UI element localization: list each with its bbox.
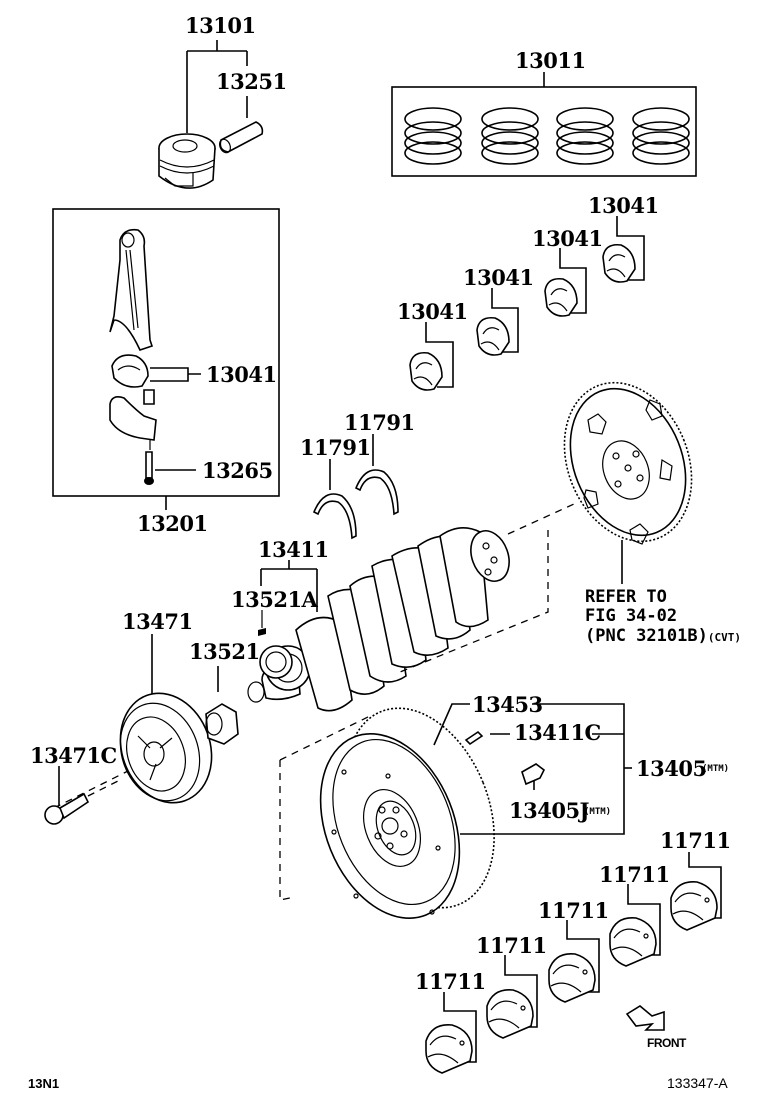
reference-line-2: FIG 34-02 bbox=[585, 606, 678, 626]
label-conrod-bolt[interactable]: 13265 bbox=[202, 458, 273, 483]
dashed-guide-lines bbox=[53, 503, 575, 901]
thrust-washer-leaders bbox=[329, 434, 374, 490]
conrod-bearing-drawings bbox=[409, 243, 636, 391]
conrod-drawing bbox=[109, 228, 157, 485]
piston-pin-drawing bbox=[218, 121, 264, 154]
label-crank-pulley[interactable]: 13471 bbox=[122, 609, 193, 634]
label-crank-sprocket[interactable]: 13521 bbox=[189, 639, 260, 664]
label-main-bearing[interactable]: 11711 bbox=[599, 862, 670, 887]
label-crank-pulley-bolt[interactable]: 13471C bbox=[30, 743, 117, 768]
label-piston-pin[interactable]: 13251 bbox=[216, 69, 287, 94]
thrust-washer-drawings bbox=[312, 469, 399, 540]
label-conrod-bearing-box[interactable]: 13041 bbox=[206, 362, 277, 387]
label-flywheel-assy-note: (MTM) bbox=[702, 764, 730, 774]
piston-leaders bbox=[186, 40, 248, 133]
crank-key-drawing bbox=[258, 628, 266, 636]
label-flywheel-bolt[interactable]: 13405J bbox=[509, 798, 590, 823]
label-crankshaft[interactable]: 13411 bbox=[258, 537, 329, 562]
front-label: FRONT bbox=[647, 1036, 686, 1050]
flywheel-bolt-drawing bbox=[521, 763, 546, 786]
label-piston-ring-set[interactable]: 13011 bbox=[515, 48, 586, 73]
crank-sprocket-drawing bbox=[259, 645, 293, 679]
flywheel-pin-drawing bbox=[464, 730, 484, 746]
drive-plate-drawing bbox=[563, 381, 693, 584]
label-crank-key[interactable]: 13521A bbox=[231, 587, 318, 612]
reference-line-3-suffix: (CVT) bbox=[707, 631, 741, 644]
reference-note[interactable]: REFER TO FIG 34-02 (PNC 32101B)(CVT) bbox=[585, 588, 741, 646]
label-main-bearing[interactable]: 11711 bbox=[538, 898, 609, 923]
flywheel-leaders bbox=[433, 703, 632, 835]
label-thrust-washer[interactable]: 11791 bbox=[344, 410, 415, 435]
reference-line-3: (PNC 32101B) bbox=[585, 626, 708, 646]
label-flywheel-bolt-note: (MTM) bbox=[584, 807, 612, 817]
label-main-bearing[interactable]: 11711 bbox=[415, 969, 486, 994]
conrod-bearing-leaders bbox=[425, 216, 645, 388]
crank-sprocket-13521-drawing bbox=[205, 703, 239, 745]
conrod-box-leaders bbox=[150, 367, 201, 471]
main-bearing-drawings bbox=[425, 881, 718, 1074]
label-conrod-bearing[interactable]: 13041 bbox=[397, 299, 468, 324]
ring-set-drawings bbox=[404, 107, 690, 165]
main-bearing-leaders bbox=[443, 852, 722, 1063]
label-main-bearing[interactable]: 11711 bbox=[476, 933, 547, 958]
label-conrod-bearing[interactable]: 13041 bbox=[588, 193, 659, 218]
label-conrod-bearing[interactable]: 13041 bbox=[463, 265, 534, 290]
crankshaft-drawing bbox=[247, 527, 510, 712]
pulley-leaders bbox=[58, 634, 219, 806]
label-piston[interactable]: 13101 bbox=[185, 13, 256, 38]
label-conrod-bearing[interactable]: 13041 bbox=[532, 226, 603, 251]
flywheel-drawing bbox=[319, 707, 495, 919]
footer-illustration-number: 133347-A bbox=[667, 1075, 728, 1091]
reference-line-1: REFER TO bbox=[585, 587, 667, 607]
footer-code-left: 13N1 bbox=[28, 1076, 60, 1091]
front-arrow-icon bbox=[625, 1005, 665, 1031]
crankshaft-leaders bbox=[260, 560, 318, 628]
conrod-box bbox=[52, 208, 280, 510]
label-flywheel-pin[interactable]: 13411C bbox=[514, 720, 601, 745]
crank-pulley-drawing bbox=[119, 692, 213, 804]
piston-drawing bbox=[158, 133, 216, 189]
label-thrust-washer[interactable]: 11791 bbox=[300, 435, 371, 460]
pulley-bolt-drawing bbox=[44, 779, 121, 825]
label-connecting-rod[interactable]: 13201 bbox=[137, 511, 208, 536]
label-flywheel-assy[interactable]: 13405 bbox=[636, 756, 707, 781]
label-ring-gear[interactable]: 13453 bbox=[472, 692, 543, 717]
label-main-bearing[interactable]: 11711 bbox=[660, 828, 731, 853]
ring-set-box bbox=[391, 72, 697, 177]
